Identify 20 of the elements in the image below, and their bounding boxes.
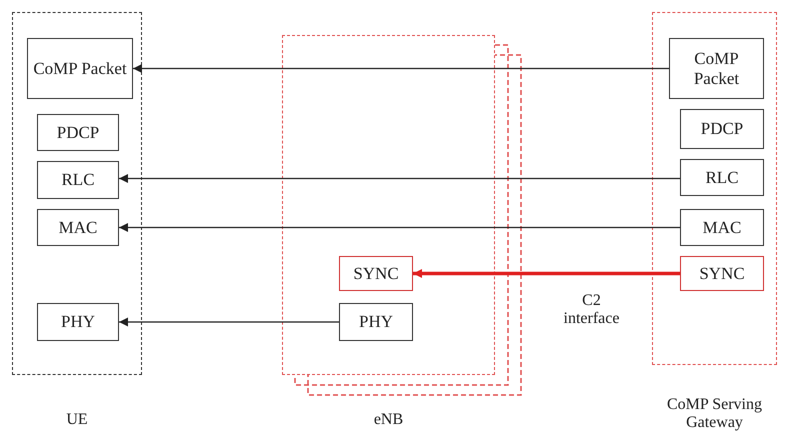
layer-box: SYNC	[339, 256, 413, 291]
layer-box: CoMP Packet	[27, 38, 133, 99]
layer-box: MAC	[37, 209, 119, 246]
layer-box: PHY	[37, 303, 119, 341]
arrow	[413, 269, 680, 278]
arrow	[119, 318, 339, 326]
layer-box: SYNC	[680, 256, 764, 291]
group-label: eNB	[372, 411, 404, 430]
arrow	[119, 174, 680, 183]
layer-box: CoMP Packet	[669, 38, 764, 99]
layer-box: RLC	[37, 161, 119, 199]
arrow	[119, 223, 680, 232]
layer-box: MAC	[680, 209, 764, 246]
layer-box: PHY	[339, 303, 413, 341]
layer-box: RLC	[680, 159, 764, 196]
layer-box: PDCP	[680, 109, 764, 149]
group-label: UE	[65, 411, 89, 430]
arrow	[133, 64, 669, 73]
group-label: CoMP Serving Gateway	[666, 396, 763, 433]
layer-box: PDCP	[37, 114, 119, 151]
